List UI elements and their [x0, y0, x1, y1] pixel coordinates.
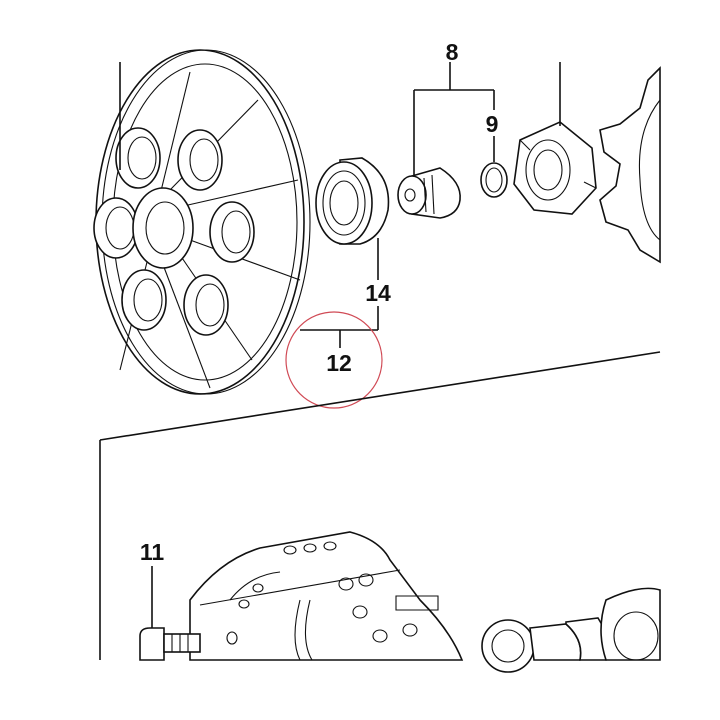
o-ring [480, 162, 508, 198]
label-part-14: 14 [365, 280, 391, 306]
bolt [139, 627, 201, 661]
label-part-12: 12 [326, 350, 352, 376]
plate-hub [132, 187, 194, 269]
plate-pocket [115, 127, 161, 189]
highlight-circle [285, 311, 383, 409]
pressure-plate [93, 49, 311, 395]
tapered-bush [397, 167, 461, 219]
plate-pocket [121, 269, 167, 331]
bracket-8 [413, 62, 495, 176]
sprocket [599, 66, 661, 264]
bracket-12 [300, 238, 379, 348]
hex-nut [513, 121, 597, 215]
plate-pocket [183, 274, 229, 336]
section-frame [99, 351, 661, 660]
clutch-drum [189, 531, 464, 661]
label-part-9: 9 [486, 111, 499, 137]
plate-pocket [209, 201, 255, 263]
bearing [315, 157, 390, 245]
plate-pocket [93, 197, 139, 259]
plate-pocket [177, 129, 223, 191]
lower-bushing [481, 617, 609, 673]
lower-housing [600, 587, 661, 661]
label-part-8: 8 [446, 39, 459, 65]
label-part-11: 11 [140, 539, 165, 565]
